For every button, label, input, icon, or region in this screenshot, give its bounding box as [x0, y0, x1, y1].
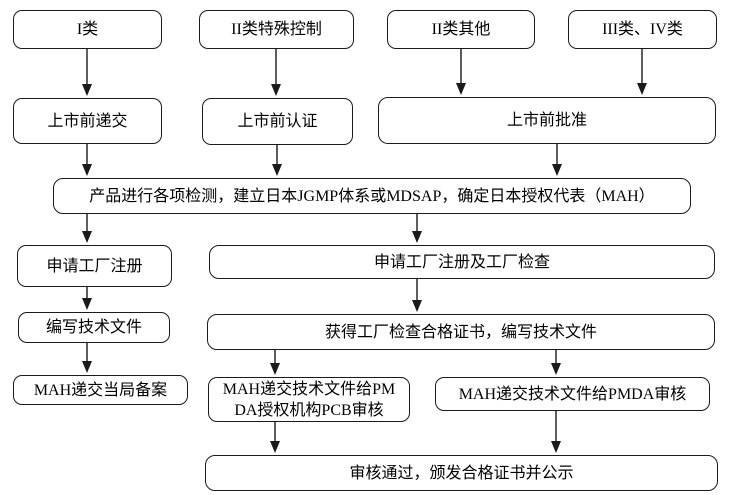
node-class-ii-special-control: II类特殊控制 [199, 10, 354, 49]
node-class-iii-iv: III类、IV类 [568, 10, 717, 49]
node-premarket-submission: 上市前递交 [13, 98, 162, 144]
node-approval-announcement: 审核通过，颁发合格证书并公示 [205, 455, 718, 491]
node-premarket-certification: 上市前认证 [202, 98, 353, 145]
node-testing-and-mah: 产品进行各项检测，建立日本JGMP体系或MDSAP，确定日本授权代表（MAH） [53, 178, 691, 214]
node-apply-factory-registration-inspection: 申请工厂注册及工厂检查 [209, 245, 715, 279]
node-class-i: I类 [13, 10, 162, 49]
node-obtain-inspection-certificate: 获得工厂检查合格证书，编写技术文件 [207, 314, 715, 350]
node-write-tech-docs: 编写技术文件 [18, 312, 170, 343]
node-pcb-review: MAH递交技术文件给PM DA授权机构PCB审核 [208, 377, 410, 422]
node-apply-factory-registration: 申请工厂注册 [17, 245, 172, 287]
node-class-ii-other: II类其他 [387, 10, 535, 49]
node-premarket-approval: 上市前批准 [378, 97, 716, 144]
node-pmda-review: MAH递交技术文件给PMDA审核 [435, 377, 710, 411]
node-mah-authority-filing: MAH递交当局备案 [13, 375, 188, 405]
